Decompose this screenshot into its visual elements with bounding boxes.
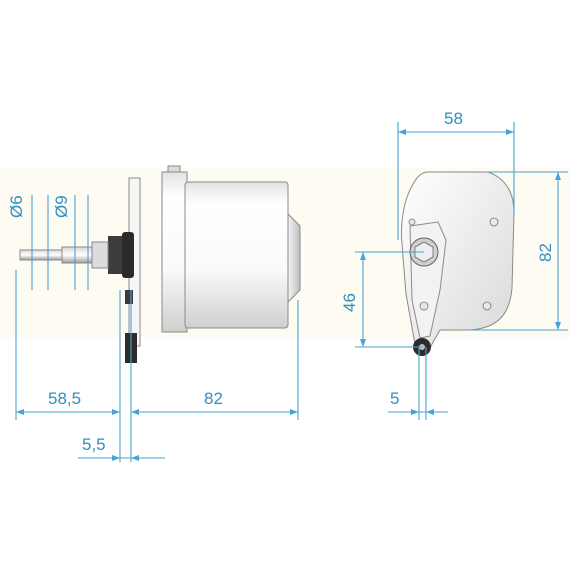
motor-housing bbox=[184, 181, 289, 329]
label-plate-thickness: 5,5 bbox=[82, 435, 106, 454]
screw-4 bbox=[408, 218, 416, 226]
side-dimension-lines bbox=[15, 195, 299, 462]
label-body-length: 82 bbox=[204, 389, 223, 408]
label-hole-offset: 46 bbox=[340, 293, 359, 312]
spindle-shaft bbox=[19, 249, 63, 261]
spindle-hub bbox=[122, 232, 134, 278]
side-view bbox=[19, 165, 301, 363]
label-nut-diameter: Ø9 bbox=[52, 195, 71, 218]
front-view bbox=[401, 171, 515, 356]
front-dimension-lines bbox=[355, 122, 568, 420]
spindle-nut bbox=[91, 241, 109, 269]
motor-flange bbox=[161, 171, 188, 333]
label-bracket-height: 82 bbox=[536, 243, 555, 262]
label-shaft-length: 58,5 bbox=[48, 389, 81, 408]
label-arm-width: 5 bbox=[390, 389, 399, 408]
motor-end-cap bbox=[287, 212, 301, 304]
label-bracket-width: 58 bbox=[444, 109, 463, 128]
screw-2 bbox=[482, 301, 492, 311]
spindle-washer bbox=[108, 236, 122, 274]
screw-1 bbox=[489, 217, 499, 227]
screw-3 bbox=[419, 301, 429, 311]
plate-connector bbox=[125, 290, 133, 304]
label-shaft-diameter: Ø6 bbox=[7, 195, 26, 218]
